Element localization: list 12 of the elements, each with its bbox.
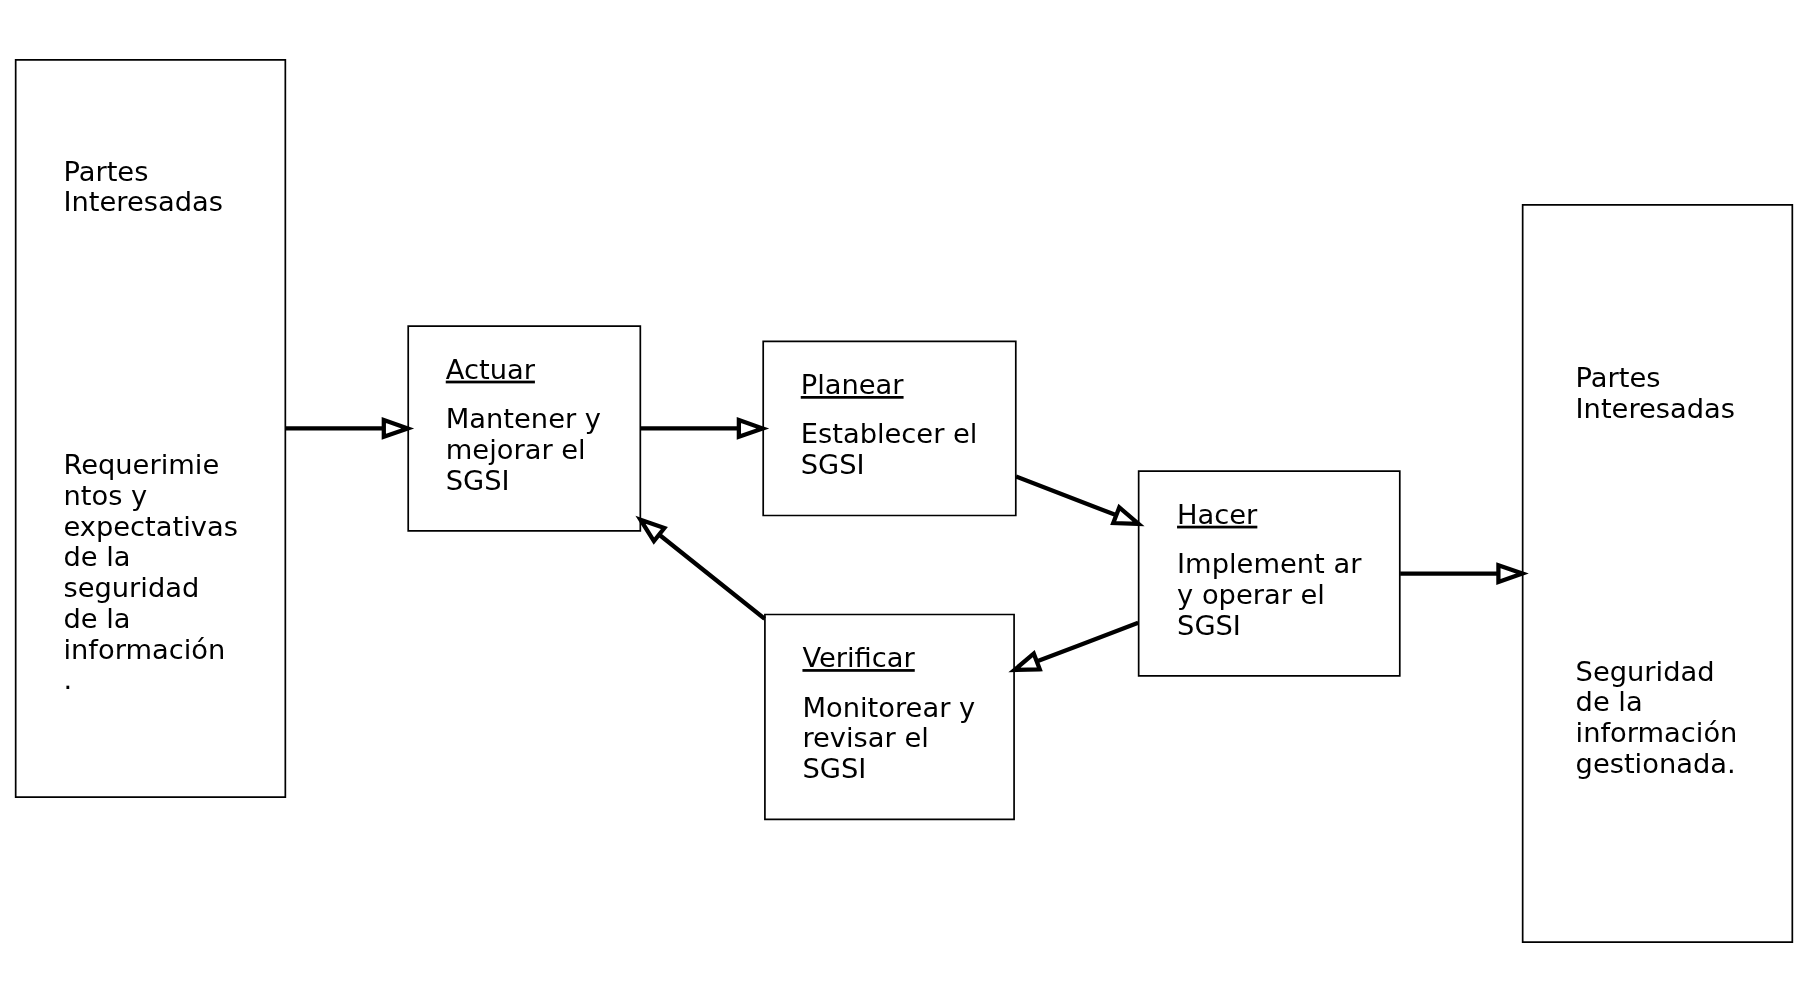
node-box: Hacer Implement ar y operar el SGSI (1137, 469, 1401, 677)
node-box: Actuar Mantener y mejorar el SGSI (407, 324, 642, 532)
arrow (1008, 620, 1139, 672)
arrow (640, 416, 770, 440)
arrow (285, 416, 415, 440)
node-box: Planear Establecer el SGSI (762, 340, 1017, 516)
node-box: Partes Interesadas Requerimie ntos y expectativas de la seguridad de la información . (14, 58, 287, 798)
arrow (1400, 561, 1529, 585)
arrow (635, 515, 766, 620)
node-box: Partes Interesadas Seguridad de la información gestionada. (1521, 203, 1794, 943)
node-box: Verificar Monitorear y revisar el SGSI (764, 613, 1015, 820)
arrow (1015, 474, 1145, 526)
